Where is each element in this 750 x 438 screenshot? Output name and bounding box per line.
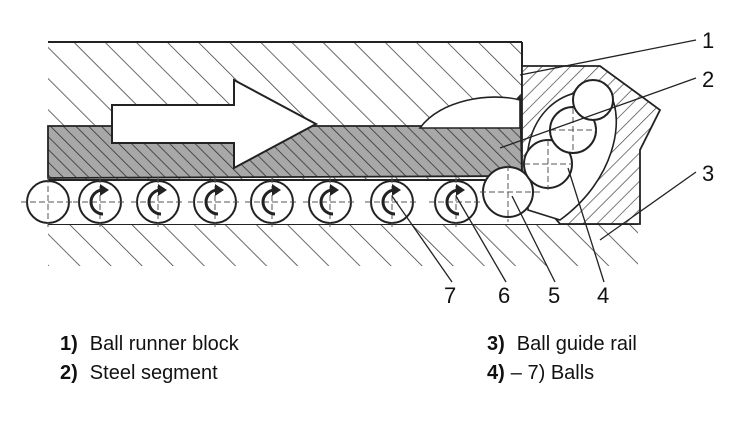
- rotation-arrow: [445, 188, 460, 216]
- callout-6: 6: [498, 283, 510, 308]
- rotation-arrow: [261, 188, 276, 216]
- rotation-arrow: [204, 188, 219, 216]
- callout-5: 5: [548, 283, 560, 308]
- legend-number: 4): [487, 362, 505, 384]
- rotation-arrowhead: [456, 184, 465, 196]
- rotation-arrowhead: [215, 184, 224, 196]
- legend-number: 2): [60, 362, 78, 384]
- legend-item-4: 4)– 7) Balls: [487, 362, 594, 385]
- legend-number: 3): [487, 333, 505, 355]
- callout-4: 4: [597, 283, 609, 308]
- rotation-arrowhead: [392, 184, 401, 196]
- rotation-arrow: [319, 188, 334, 216]
- callout-7: 7: [444, 283, 456, 308]
- balls-row: [21, 177, 483, 227]
- legend-number: 1): [60, 333, 78, 355]
- rotation-arrowhead: [100, 184, 109, 196]
- rotation-arrowhead: [158, 184, 167, 196]
- rotation-arrowhead: [330, 184, 339, 196]
- callout-2: 2: [702, 67, 714, 92]
- legend-item-3: 3) Ball guide rail: [487, 333, 637, 356]
- ball-guide-rail: [48, 223, 638, 266]
- legend-text: Ball guide rail: [516, 333, 637, 355]
- legend-text: – 7) Balls: [510, 362, 595, 384]
- legend-item-1: 1) Ball runner block: [60, 333, 239, 356]
- rotation-arrow: [147, 188, 162, 216]
- callout-1: 1: [702, 28, 714, 53]
- ball-runner-diagram: 1 2 3 4 5 6 7: [21, 28, 714, 308]
- leader-lines: [391, 39, 697, 283]
- ball: [572, 79, 614, 121]
- legend-text: Ball runner block: [89, 333, 239, 355]
- rotation-arrow: [381, 188, 396, 216]
- rotation-arrow: [89, 188, 104, 216]
- legend-text: Steel segment: [89, 362, 218, 384]
- rotation-arrowhead: [272, 184, 281, 196]
- legend-item-2: 2) Steel segment: [60, 362, 218, 385]
- direction-arrow: [111, 78, 319, 170]
- callout-3: 3: [702, 161, 714, 186]
